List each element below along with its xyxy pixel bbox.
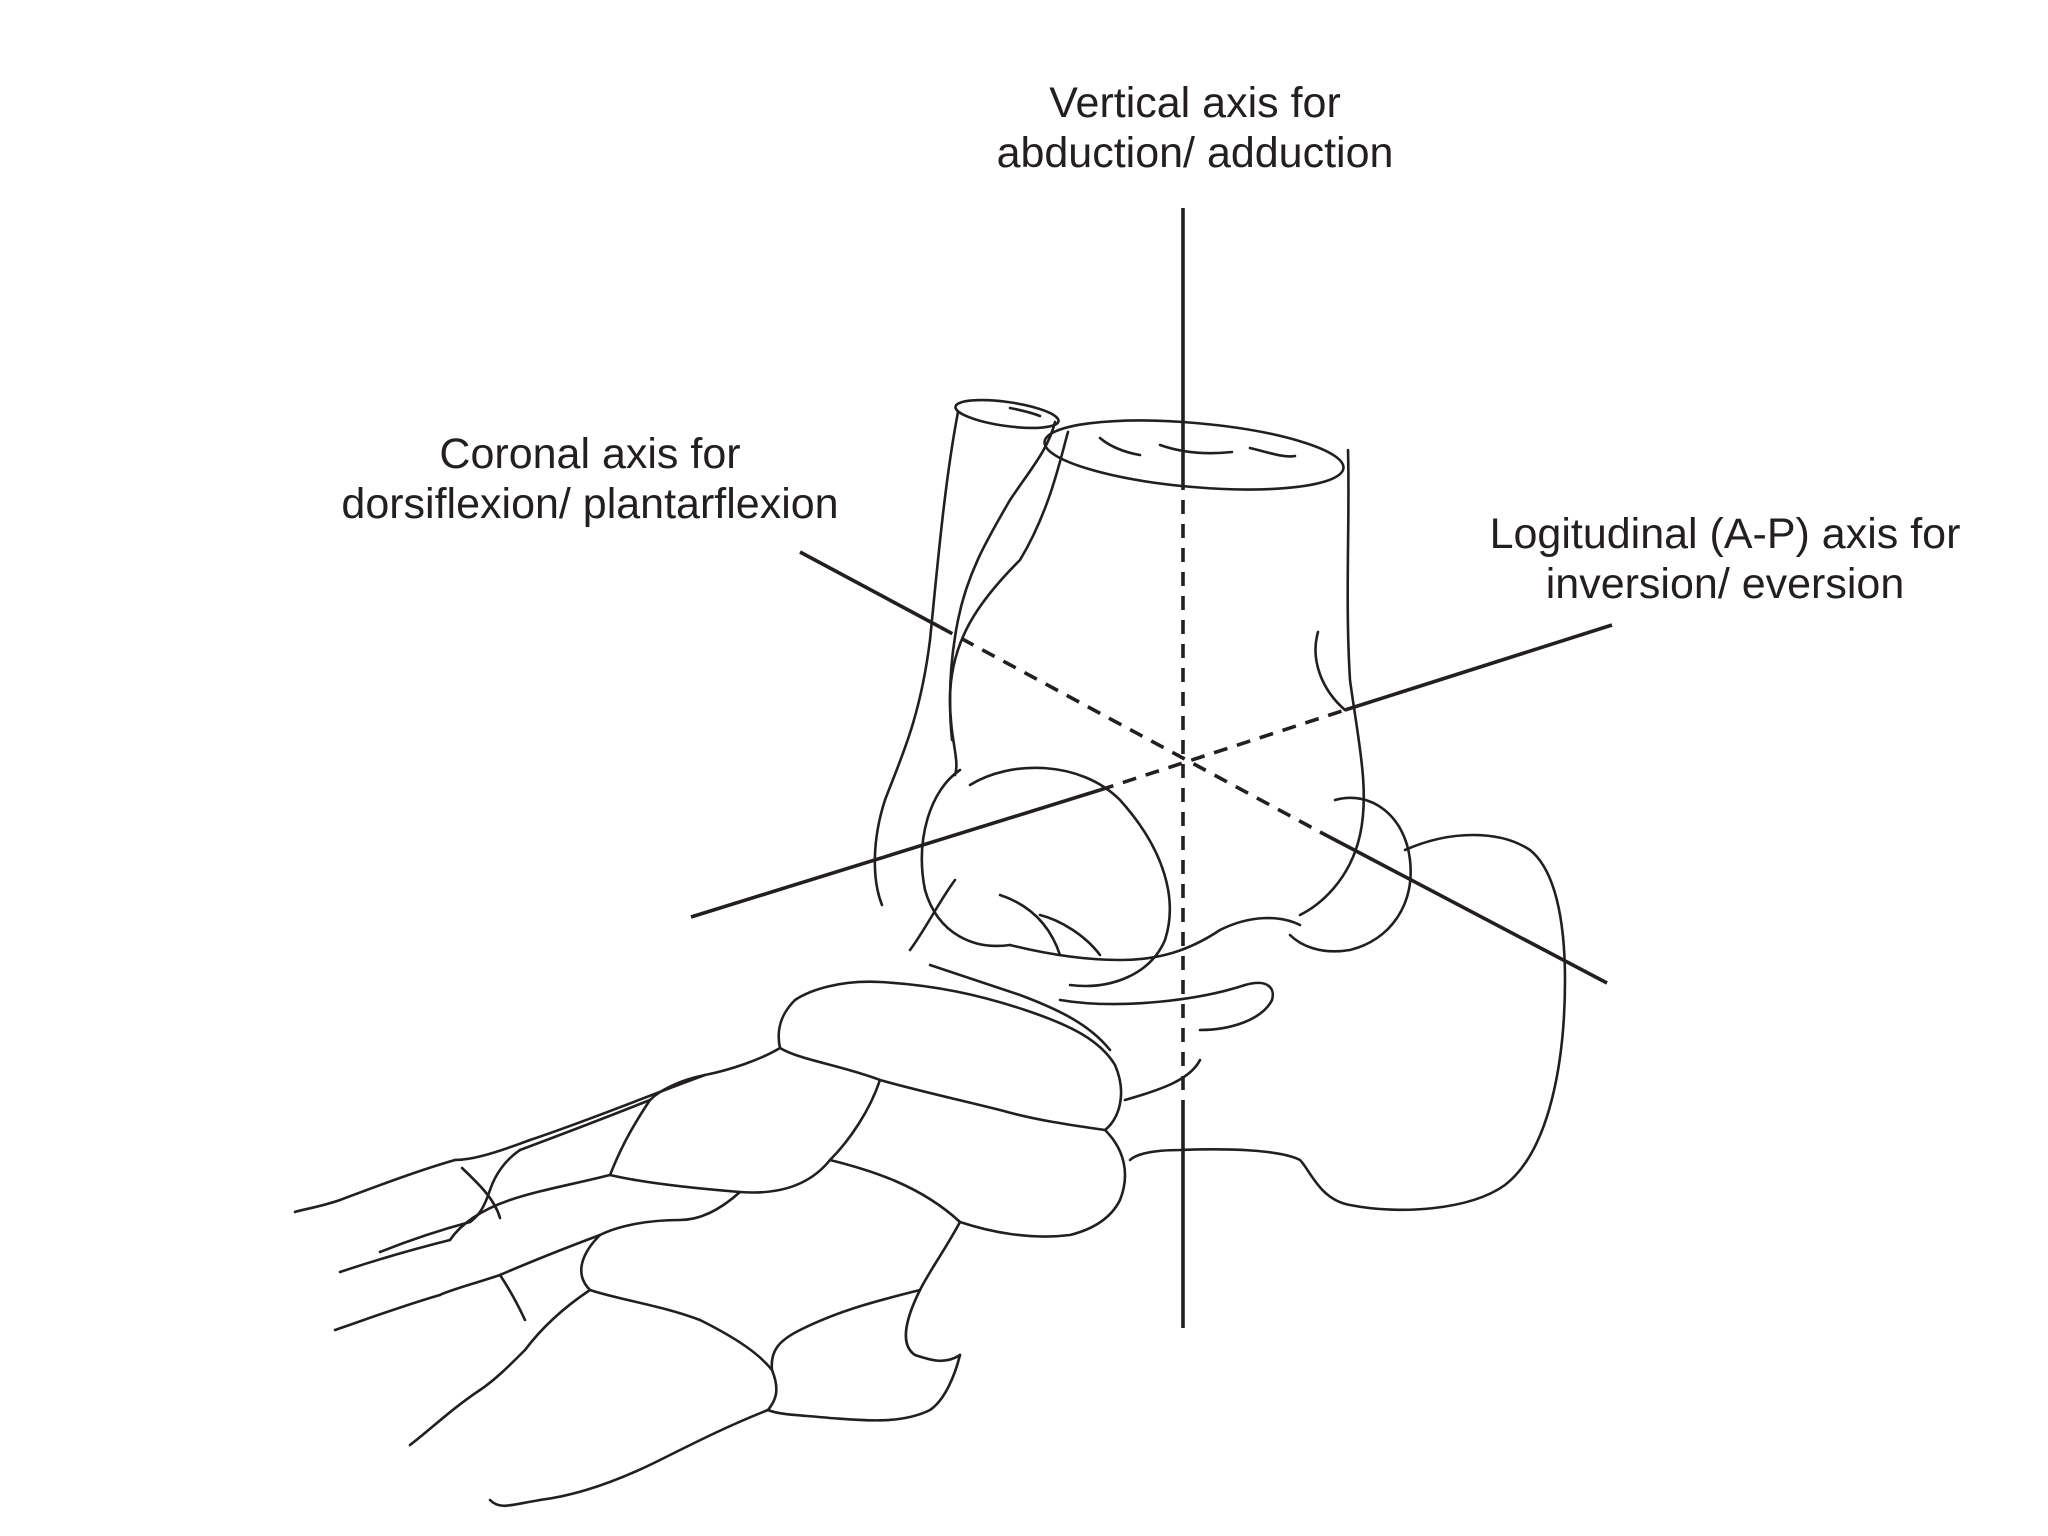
longitudinal-axis-label-line2: inversion/ eversion: [1545, 560, 1905, 608]
vertical-axis-label-line2: abduction/ adduction: [996, 129, 1394, 177]
longitudinal-axis: [690, 623, 1613, 919]
navicular-outline: [777, 963, 1123, 1132]
coronal-axis: [799, 550, 1608, 985]
coronal-axis-label: Coronal axis for dorsiflexion/ plantarfl…: [250, 429, 930, 529]
coronal-axis-label-line2: dorsiflexion/ plantarflexion: [341, 480, 839, 528]
foot-bones-illustration: [293, 398, 1567, 1508]
metatarsal-outline: [293, 1073, 770, 1508]
longitudinal-axis-label-line1: Logitudinal (A-P) axis for: [1489, 510, 1961, 558]
calcaneus-outline: [1058, 833, 1567, 1212]
cuneiform-outline: [580, 1046, 1127, 1422]
vertical-axis-label: Vertical axis for abduction/ adduction: [880, 78, 1510, 178]
tibia-outline: [948, 419, 1366, 917]
coronal-axis-label-line1: Coronal axis for: [439, 430, 741, 478]
vertical-axis-label-line1: Vertical axis for: [1049, 79, 1341, 127]
malleolus-outline: [920, 766, 1412, 988]
longitudinal-axis-label: Logitudinal (A-P) axis for inversion/ ev…: [1405, 509, 2045, 609]
talus-outline: [908, 878, 1302, 962]
